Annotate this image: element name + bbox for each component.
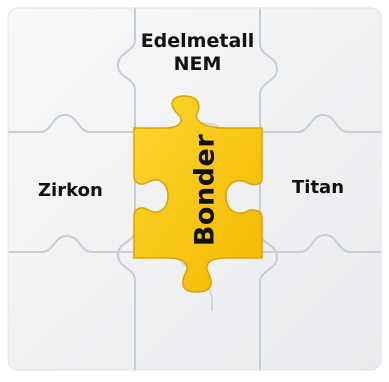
label-zirkon: Zirkon [38,180,103,201]
label-titan: Titan [292,177,345,198]
label-top-line2: NEM [173,52,222,75]
board-edge [7,7,382,371]
label-top-line1: Edelmetall [140,30,255,52]
label-bonder: Bonder [189,133,221,247]
label-edelmetall-nem: Edelmetall NEM [130,30,265,76]
center-puzzle-piece [133,95,263,293]
